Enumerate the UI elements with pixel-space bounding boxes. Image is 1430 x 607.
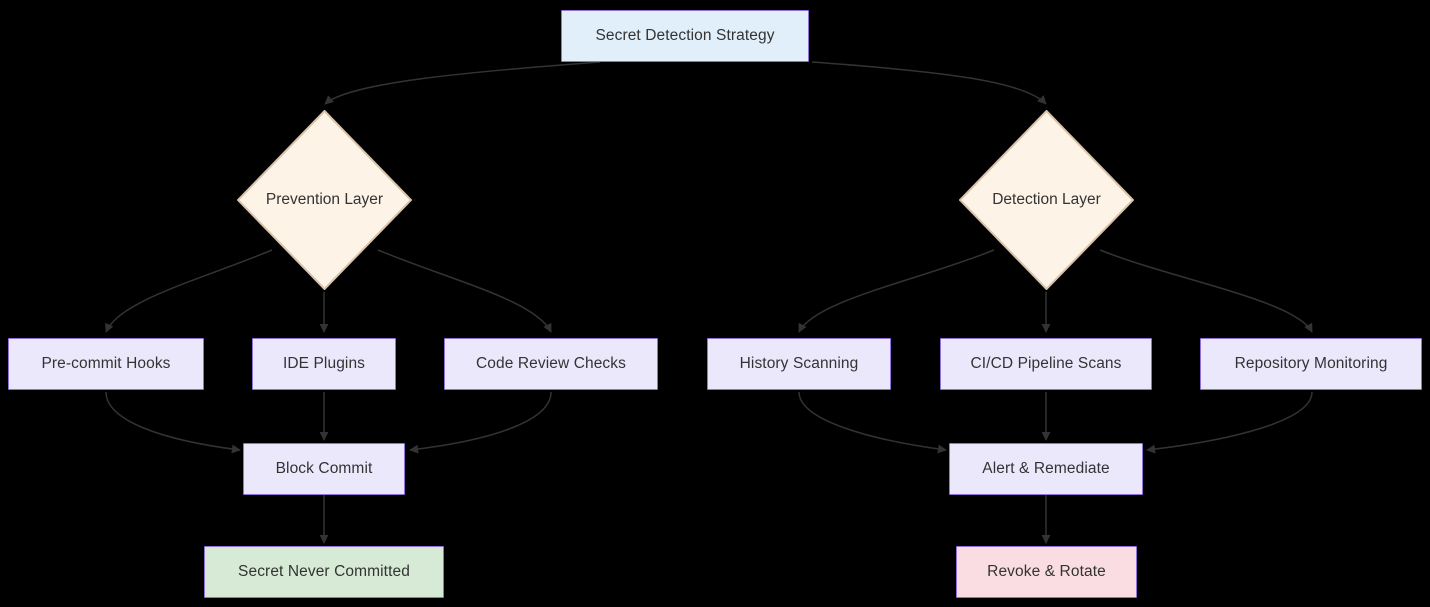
node-revoke-rotate[interactable]: Revoke & Rotate — [956, 546, 1137, 598]
node-label: Secret Detection Strategy — [595, 27, 775, 44]
edge-codereview-block — [409, 391, 552, 454]
edge-repomon-alert — [1146, 391, 1313, 454]
edge-root-detection — [811, 61, 1047, 105]
node-block-commit[interactable]: Block Commit — [243, 443, 405, 495]
node-history-scanning[interactable]: History Scanning — [707, 338, 891, 390]
node-prevention-layer[interactable]: Prevention Layer — [237, 110, 412, 290]
node-label: Secret Never Committed — [238, 563, 410, 580]
node-secret-detection-strategy[interactable]: Secret Detection Strategy — [561, 10, 809, 62]
node-label: History Scanning — [739, 355, 859, 372]
node-repository-monitoring[interactable]: Repository Monitoring — [1200, 338, 1422, 390]
edge-root-prevention — [324, 61, 601, 105]
node-label: Prevention Layer — [265, 191, 384, 208]
node-label: Pre-commit Hooks — [41, 355, 171, 372]
node-ide-plugins[interactable]: IDE Plugins — [252, 338, 396, 390]
node-alert-remediate[interactable]: Alert & Remediate — [949, 443, 1143, 495]
node-code-review-checks[interactable]: Code Review Checks — [444, 338, 658, 390]
node-label: Code Review Checks — [476, 355, 626, 372]
node-pre-commit-hooks[interactable]: Pre-commit Hooks — [8, 338, 204, 390]
node-secret-never-committed[interactable]: Secret Never Committed — [204, 546, 444, 598]
node-label: CI/CD Pipeline Scans — [970, 355, 1122, 372]
node-label: Alert & Remediate — [982, 460, 1110, 477]
diamond-shape — [237, 110, 412, 290]
node-cicd-pipeline-scans[interactable]: CI/CD Pipeline Scans — [940, 338, 1152, 390]
node-label: IDE Plugins — [282, 355, 366, 372]
edge-history-alert — [798, 391, 947, 454]
node-detection-layer[interactable]: Detection Layer — [959, 110, 1134, 290]
diamond-shape — [959, 110, 1134, 290]
node-label: Detection Layer — [992, 191, 1101, 208]
edge-precommit-block — [105, 391, 241, 454]
node-label: Repository Monitoring — [1234, 355, 1388, 372]
node-label: Revoke & Rotate — [987, 563, 1106, 580]
node-label: Block Commit — [275, 460, 373, 477]
